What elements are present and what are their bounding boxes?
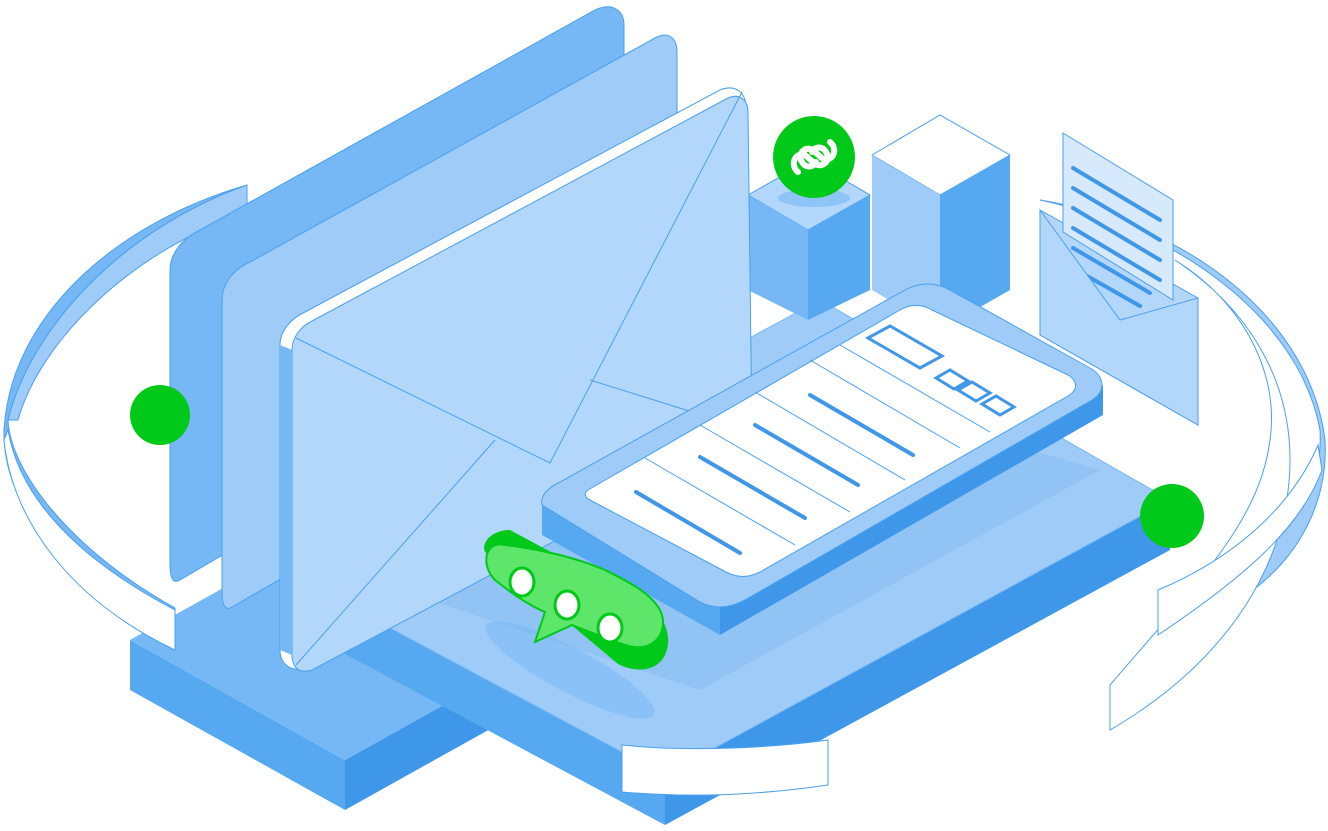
chat-bubble-icon [484,530,669,719]
mini-program-icon [773,116,855,207]
phone-icon [541,283,1103,635]
document-icon [1039,132,1199,426]
orbit-ring-front [3,428,1323,796]
green-dot-right [1140,484,1204,548]
green-dot-left [130,385,190,445]
